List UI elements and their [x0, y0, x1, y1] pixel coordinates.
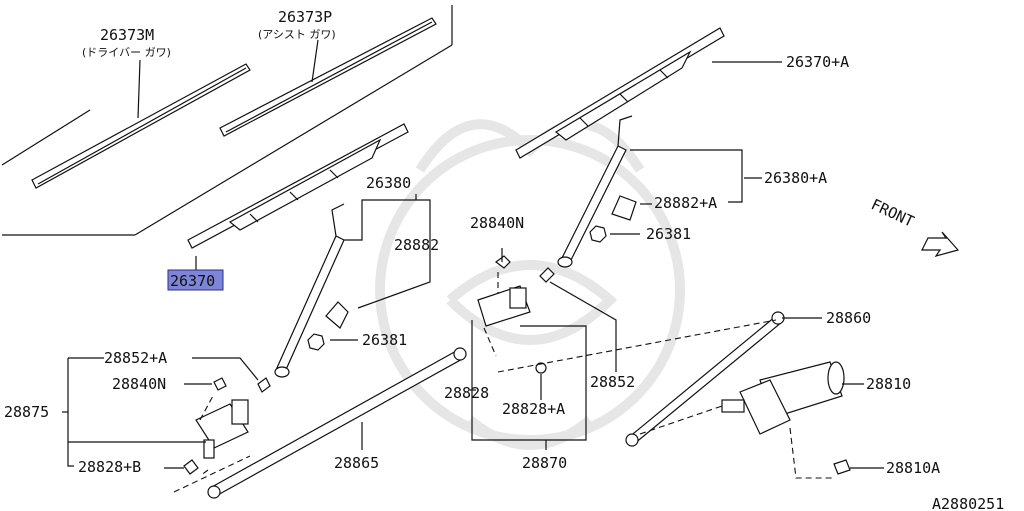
linkage-rod-left[interactable]: [207, 347, 467, 499]
leader-lines: [62, 39, 884, 469]
label-26373P-note: (アシスト ガワ): [258, 28, 336, 41]
label-28875[interactable]: 28875: [4, 403, 49, 421]
blade-insert-driver[interactable]: [31, 63, 251, 189]
label-26373M[interactable]: 26373M: [100, 26, 154, 44]
selected-part-highlight: [167, 269, 224, 291]
watermark-logo: [375, 119, 685, 450]
label-28852[interactable]: 28852: [590, 373, 635, 391]
wiper-blade-left[interactable]: [187, 123, 409, 249]
inset-boundary: [1, 5, 453, 236]
wiper-motor[interactable]: [721, 361, 851, 475]
pivot-left[interactable]: [183, 377, 271, 475]
label-28828A[interactable]: 28828+A: [502, 400, 565, 418]
label-28852A[interactable]: 28852+A: [104, 349, 167, 367]
label-26381-left[interactable]: 26381: [362, 331, 407, 349]
label-28882A[interactable]: 28882+A: [654, 194, 717, 212]
label-26370A[interactable]: 26370+A: [786, 53, 849, 71]
label-28840N-center[interactable]: 28840N: [470, 214, 524, 232]
arm-nut-right[interactable]: [589, 225, 607, 243]
linkage-rod-right[interactable]: [625, 311, 785, 447]
wiper-arm-right[interactable]: [557, 115, 633, 268]
pivot-center[interactable]: [477, 255, 555, 374]
label-28810[interactable]: 28810: [866, 375, 911, 393]
wiper-blade-right[interactable]: [515, 27, 725, 159]
blade-insert-assist[interactable]: [219, 17, 437, 137]
arm-cap-left[interactable]: [325, 301, 349, 329]
label-26381-right[interactable]: 26381: [646, 225, 691, 243]
label-28870[interactable]: 28870: [522, 454, 567, 472]
label-28865[interactable]: 28865: [334, 454, 379, 472]
arm-cap-right[interactable]: [611, 195, 637, 221]
dashed-guides: [173, 272, 834, 493]
label-28840N-left[interactable]: 28840N: [112, 375, 166, 393]
diagram-code: A2880251: [932, 495, 1004, 511]
label-28828B[interactable]: 28828+B: [78, 458, 141, 476]
label-26380A[interactable]: 26380+A: [764, 169, 827, 187]
front-arrow-icon: [921, 231, 960, 258]
label-28860[interactable]: 28860: [826, 309, 871, 327]
label-26380[interactable]: 26380: [366, 174, 411, 192]
label-28828[interactable]: 28828: [444, 384, 489, 402]
arm-nut-left[interactable]: [307, 333, 325, 351]
label-26373M-note: (ドライバー ガワ): [82, 46, 171, 59]
label-28882[interactable]: 28882: [394, 236, 439, 254]
label-26373P[interactable]: 26373P: [278, 8, 332, 26]
label-front: FRONT: [868, 195, 917, 230]
label-28810A[interactable]: 28810A: [886, 459, 940, 477]
wiper-arm-left[interactable]: [274, 203, 345, 378]
label-26370[interactable]: 26370: [170, 272, 215, 290]
